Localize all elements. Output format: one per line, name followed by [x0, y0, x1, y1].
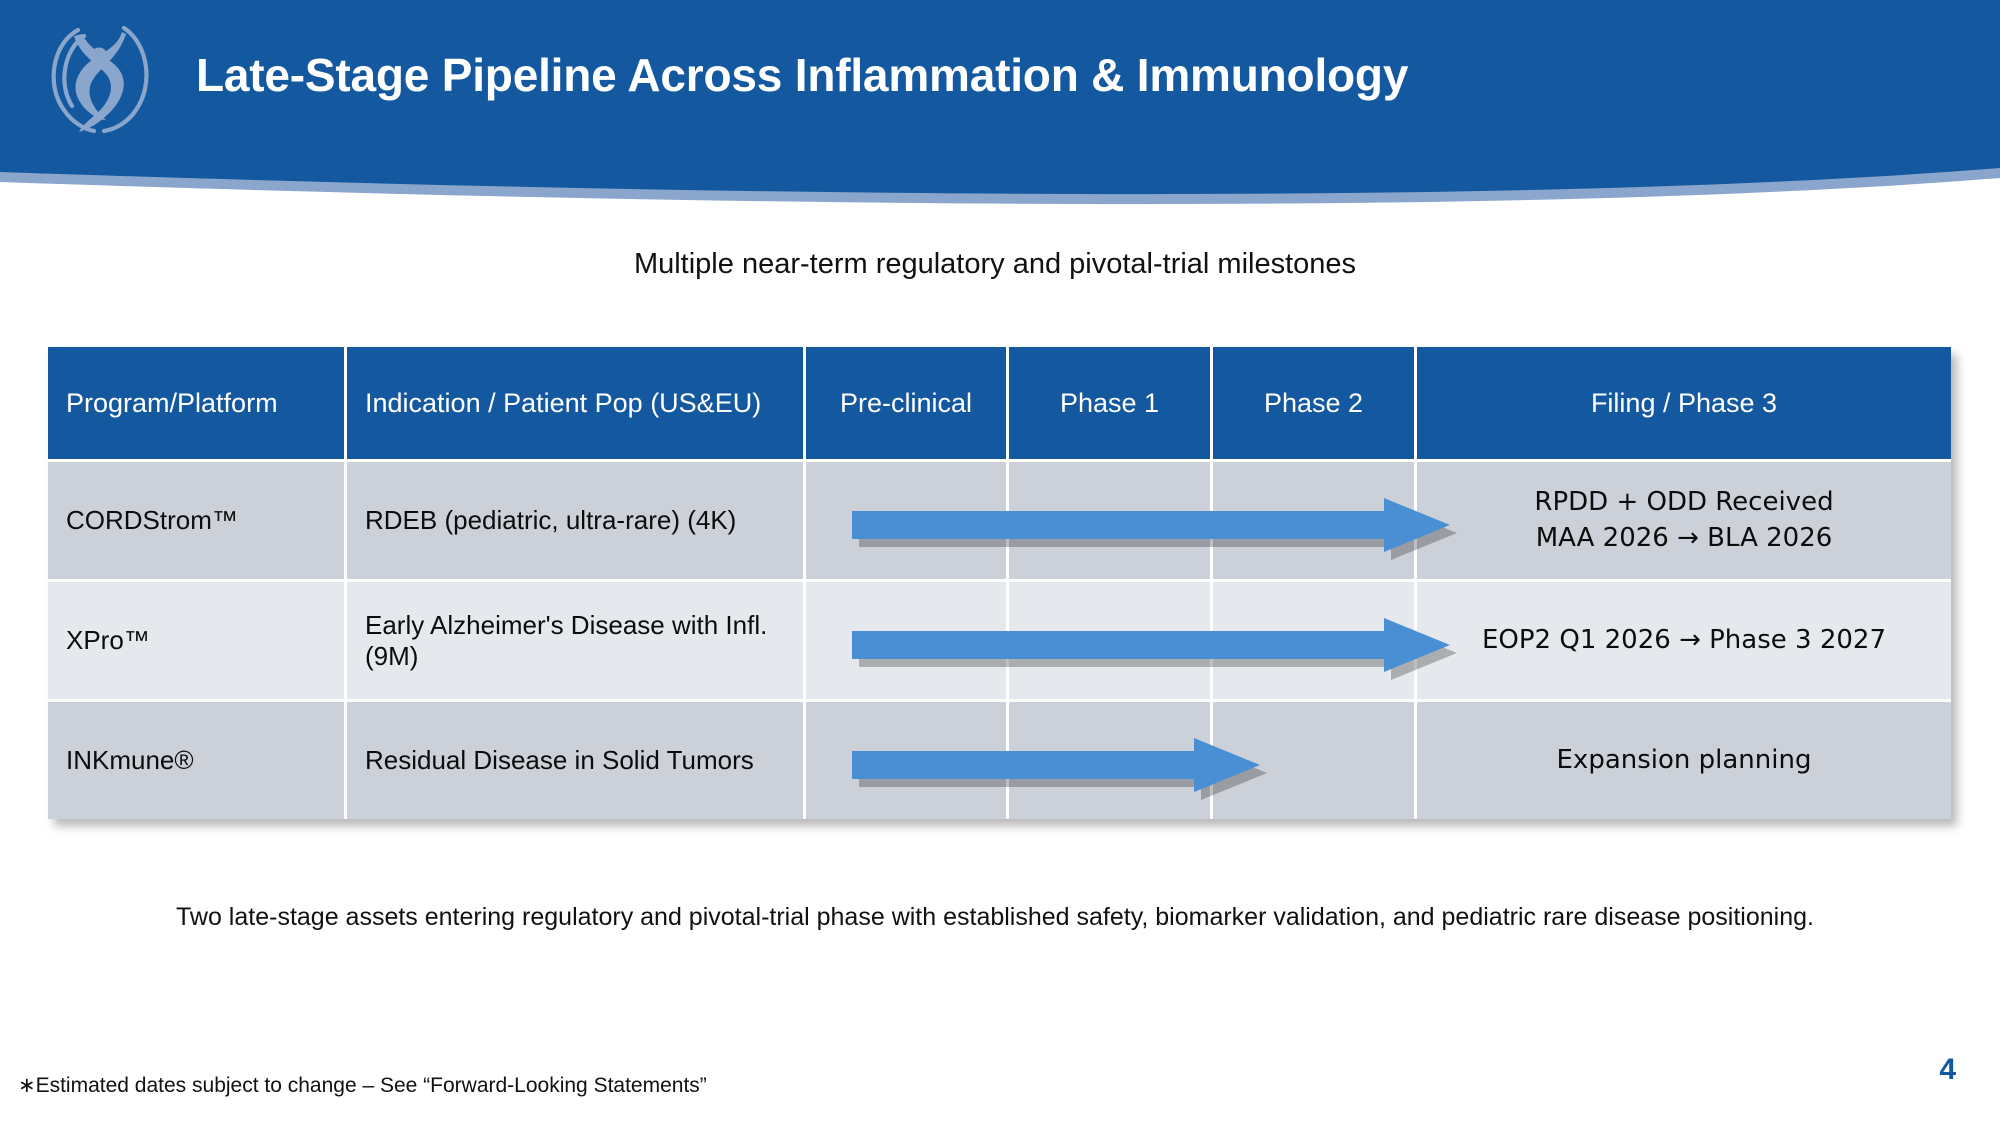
table-row: INKmune® Residual Disease in Solid Tumor…	[48, 699, 1951, 819]
column-header-preclinical: Pre-clinical	[806, 347, 1009, 459]
column-header-filing-phase-3: Filing / Phase 3	[1417, 347, 1951, 459]
cell-indication-inkmune: Residual Disease in Solid Tumors	[347, 699, 806, 819]
cell-milestone-cordstrom: RPDD + ODD Received MAA 2026 → BLA 2026	[1417, 459, 1951, 579]
cell-program-xpro: XPro™	[48, 579, 347, 699]
table-header-row: Program/Platform Indication / Patient Po…	[48, 347, 1951, 459]
cell-phase1-cordstrom	[1009, 459, 1213, 579]
cell-program-cordstrom: CORDStrom™	[48, 459, 347, 579]
milestone-line-2: MAA 2026 → BLA 2026	[1535, 522, 1833, 553]
summary-text: Two late-stage assets entering regulator…	[176, 903, 1814, 931]
cell-preclinical-inkmune	[806, 699, 1009, 819]
slide-header-band	[0, 0, 2000, 215]
company-logo	[44, 14, 156, 142]
footnote-text: ∗Estimated dates subject to change – See…	[18, 1074, 707, 1097]
table-row: XPro™ Early Alzheimer's Disease with Inf…	[48, 579, 1951, 699]
subtitle-text: Multiple near-term regulatory and pivota…	[633, 248, 1357, 280]
cell-phase1-xpro	[1009, 579, 1213, 699]
table-row: CORDStrom™ RDEB (pediatric, ultra-rare) …	[48, 459, 1951, 579]
cell-milestone-xpro: EOP2 Q1 2026 → Phase 3 2027	[1417, 579, 1951, 699]
cell-phase2-xpro	[1213, 579, 1417, 699]
column-header-phase-2: Phase 2	[1213, 347, 1417, 459]
page-title: Late-Stage Pipeline Across Inflammation …	[196, 49, 1409, 101]
cell-preclinical-cordstrom	[806, 459, 1009, 579]
cell-milestone-inkmune: Expansion planning	[1417, 699, 1951, 819]
cell-program-inkmune: INKmune®	[48, 699, 347, 819]
cell-phase2-cordstrom	[1213, 459, 1417, 579]
human-figure-logo-icon	[51, 25, 149, 134]
column-header-indication: Indication / Patient Pop (US&EU)	[347, 347, 806, 459]
milestone-line-1: Expansion planning	[1556, 744, 1812, 775]
page-number: 4	[1939, 1053, 1956, 1086]
cell-phase1-inkmune	[1009, 699, 1213, 819]
milestone-line-1: EOP2 Q1 2026 → Phase 3 2027	[1481, 624, 1886, 655]
header-band-shape	[0, 0, 2000, 205]
cell-indication-xpro: Early Alzheimer's Disease with Infl. (9M…	[347, 579, 806, 699]
cell-phase2-inkmune	[1213, 699, 1417, 819]
pipeline-table: Program/Platform Indication / Patient Po…	[48, 347, 1951, 819]
column-header-phase-1: Phase 1	[1009, 347, 1213, 459]
cell-indication-cordstrom: RDEB (pediatric, ultra-rare) (4K)	[347, 459, 806, 579]
cell-preclinical-xpro	[806, 579, 1009, 699]
column-header-program: Program/Platform	[48, 347, 347, 459]
milestone-line-1: RPDD + ODD Received	[1534, 487, 1834, 518]
